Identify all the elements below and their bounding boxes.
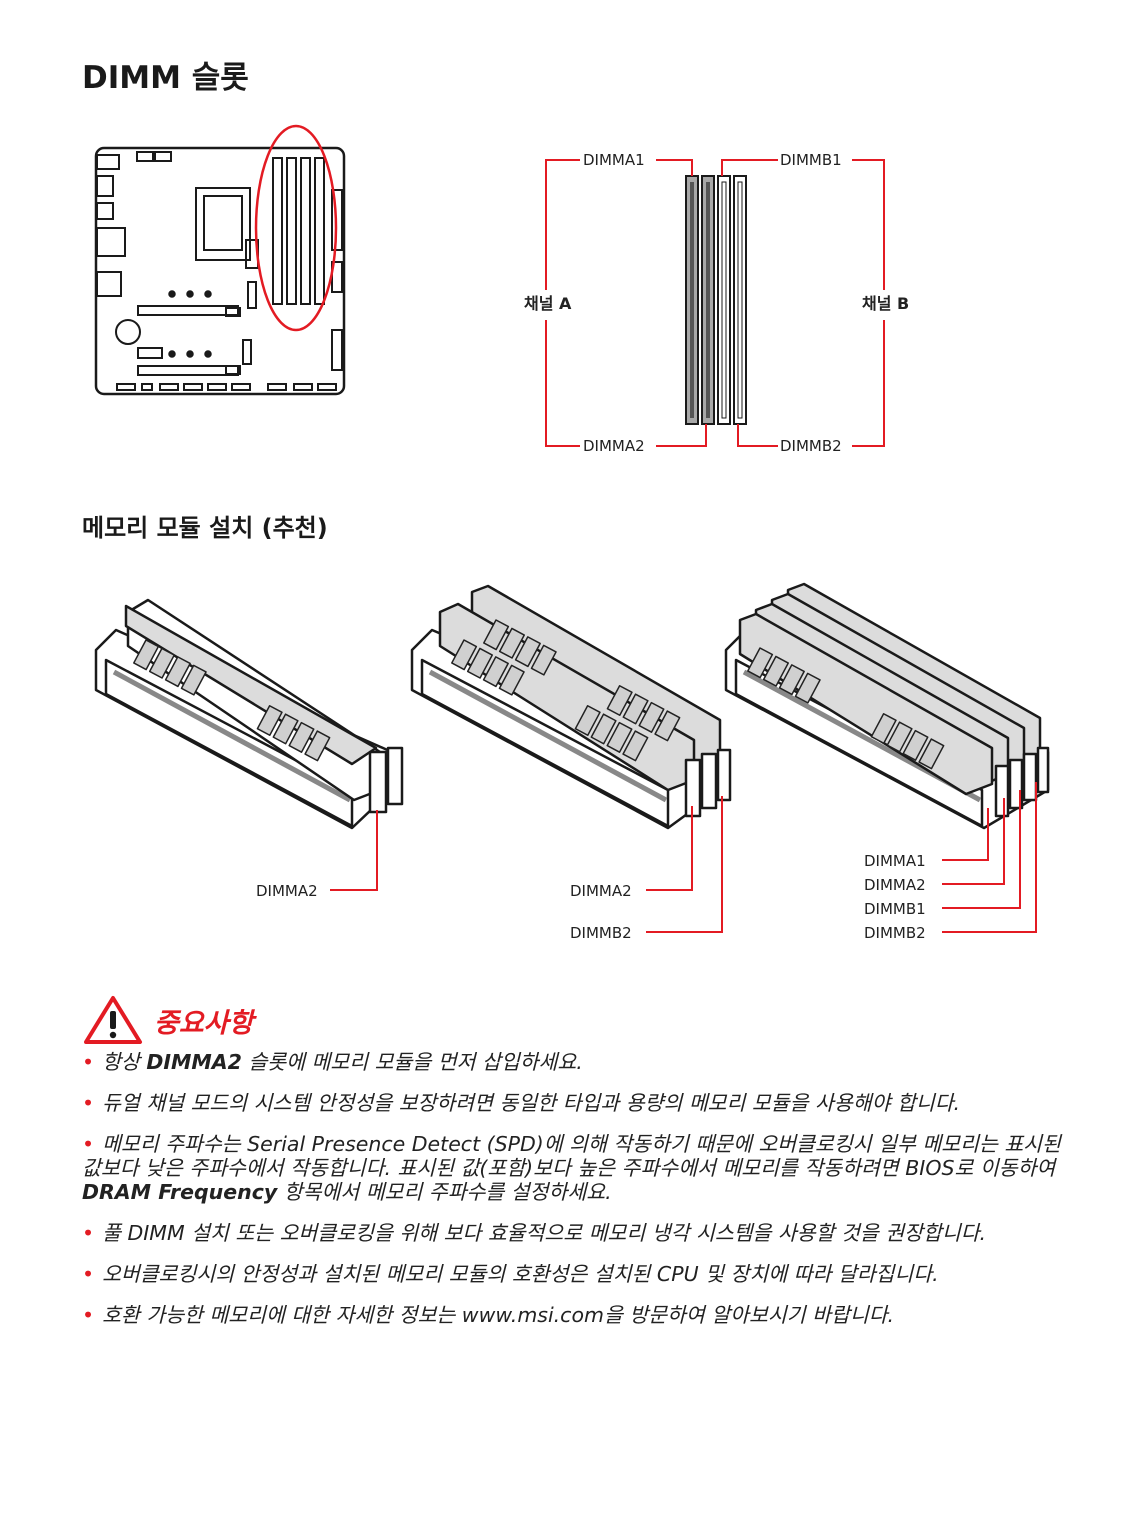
notice-header: 중요사항	[82, 990, 1062, 1050]
label-channel-a: 채널 A	[524, 294, 572, 313]
install-one-label-dimma2: DIMMA2	[256, 882, 318, 900]
install-two-modules	[410, 584, 732, 830]
notice-item: 풀 DIMM 설치 또는 오버클로킹을 위해 보다 효율적으로 메모리 냉각 시…	[82, 1221, 1062, 1245]
notice-item: 오버클로킹시의 안정성과 설치된 메모리 모듈의 호환성은 설치된 CPU 및 …	[82, 1262, 1062, 1286]
install-one-module	[94, 598, 404, 830]
notice-item: 호환 가능한 메모리에 대한 자세한 정보는 www.msi.com을 방문하여…	[82, 1303, 1062, 1327]
motherboard-diagram	[94, 124, 346, 396]
label-dimma1: DIMMA1	[583, 151, 645, 169]
install-four-modules	[724, 582, 1050, 830]
install-two-label-dimma2: DIMMA2	[570, 882, 632, 900]
important-notice: 중요사항 항상 DIMMA2 슬롯에 메모리 모듈을 먼저 삽입하세요. 듀얼 …	[82, 990, 1062, 1344]
install-four-label-dimma1: DIMMA1	[864, 852, 926, 870]
notice-title: 중요사항	[154, 1007, 254, 1039]
notice-item: 듀얼 채널 모드의 시스템 안정성을 보장하려면 동일한 타입과 용량의 메모리…	[82, 1091, 1062, 1115]
install-two-label-dimmb2: DIMMB2	[570, 924, 632, 942]
install-four-label-dimmb1: DIMMB1	[864, 900, 926, 918]
section-subtitle: 메모리 모듈 설치 (추천)	[82, 514, 328, 542]
label-dimma2: DIMMA2	[583, 437, 645, 455]
dimm-slot-closeup	[685, 175, 747, 425]
label-dimmb1: DIMMB1	[780, 151, 842, 169]
install-four-label-dimma2: DIMMA2	[864, 876, 926, 894]
page-title: DIMM 슬롯	[82, 60, 249, 96]
notice-list: 항상 DIMMA2 슬롯에 메모리 모듈을 먼저 삽입하세요. 듀얼 채널 모드…	[82, 1050, 1062, 1327]
diagram-canvas: DIMMA1 DIMMB1 DIMMA2 DIMMB2 채널 A 채널 B	[94, 124, 1050, 942]
notice-item: 메모리 주파수는 Serial Presence Detect (SPD)에 의…	[82, 1132, 1062, 1204]
install-leader-lines	[330, 782, 1037, 933]
label-dimmb2: DIMMB2	[780, 437, 842, 455]
label-channel-b: 채널 B	[862, 294, 909, 313]
install-four-label-dimmb2: DIMMB2	[864, 924, 926, 942]
slot-leader-lines	[545, 159, 885, 447]
notice-item: 항상 DIMMA2 슬롯에 메모리 모듈을 먼저 삽입하세요.	[82, 1050, 1062, 1074]
warning-icon	[84, 996, 142, 1044]
